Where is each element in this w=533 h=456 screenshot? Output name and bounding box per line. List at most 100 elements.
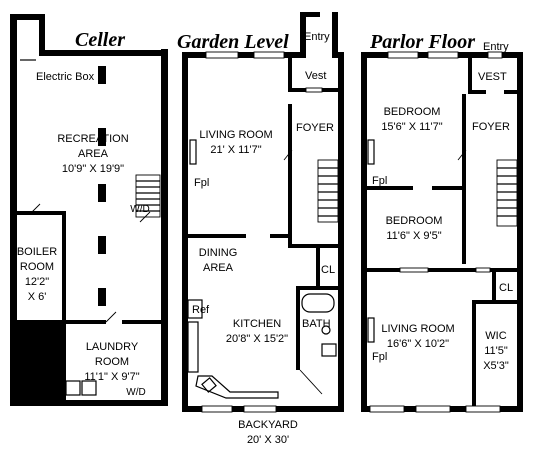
parlor-window-top-1 bbox=[387, 51, 419, 59]
entry-wall-left bbox=[300, 12, 306, 58]
parlor-entry-door bbox=[487, 51, 503, 59]
garden-fpl-label: Fpl bbox=[194, 177, 209, 189]
parlor-window-bottom-1 bbox=[369, 405, 405, 413]
boiler-door bbox=[29, 203, 41, 215]
laundry-wall-top-b bbox=[122, 320, 168, 324]
wic-wall-top bbox=[472, 300, 517, 304]
ref-label: Ref bbox=[192, 304, 210, 316]
parlor-wall-right bbox=[517, 52, 523, 412]
wd-label: W/D bbox=[126, 387, 145, 398]
recreation-dims: 10'9" X 19'9" bbox=[62, 163, 124, 175]
kitchen-sink bbox=[201, 377, 217, 393]
garden-living-dims: 21' X 11'7" bbox=[210, 144, 261, 156]
boiler-wall-top bbox=[10, 211, 66, 215]
bathtub bbox=[301, 293, 335, 313]
celler-wall-right bbox=[161, 49, 168, 406]
laundry-wall-top-a bbox=[66, 320, 106, 324]
parlor-vest-wall bbox=[468, 58, 472, 94]
celler-title: Celler bbox=[75, 29, 125, 51]
parlor-fireplace-2 bbox=[367, 317, 375, 343]
wic-label: WIC bbox=[485, 330, 506, 342]
foyer-wall-bottom bbox=[288, 244, 338, 248]
stair-door bbox=[139, 211, 151, 223]
garden-floor: Garden Level Entry Vest FOYER LIVING ROO… bbox=[177, 12, 344, 446]
parlor-window-bottom-2 bbox=[415, 405, 451, 413]
bedroom2-label: BEDROOM bbox=[386, 215, 443, 227]
bath-sink bbox=[321, 343, 337, 357]
boiler-label: BOILER bbox=[17, 246, 57, 258]
kitchen-label: KITCHEN bbox=[233, 318, 281, 330]
parlor-fireplace-1 bbox=[367, 139, 375, 165]
backyard-label: BACKYARD bbox=[238, 419, 298, 431]
celler-wall-top-left bbox=[10, 14, 45, 20]
celler-dark-area bbox=[10, 324, 66, 406]
parlor-fpl1-label: Fpl bbox=[372, 175, 387, 187]
bedroom1-dims: 15'6" X 11'7" bbox=[381, 121, 442, 133]
column-3 bbox=[98, 184, 106, 202]
parlor-wall-left bbox=[361, 52, 367, 412]
wic-wall-left bbox=[472, 300, 476, 406]
wic-dims: 11'5" bbox=[484, 345, 508, 357]
parlor-cl-wall bbox=[492, 272, 496, 302]
garden-wall-right bbox=[338, 52, 344, 412]
garden-wall-left bbox=[182, 52, 188, 412]
toilet bbox=[321, 325, 331, 335]
parlor-foyer-wall bbox=[462, 94, 466, 264]
recreation-label-2: AREA bbox=[78, 148, 109, 160]
dryer-icon bbox=[81, 380, 97, 396]
celler-stair-treads bbox=[136, 180, 160, 212]
column-5 bbox=[98, 288, 106, 306]
column-1 bbox=[98, 66, 106, 84]
garden-entry-label: Entry bbox=[304, 31, 330, 43]
wic-dims-2: X5'3" bbox=[483, 360, 509, 372]
parlor-vest-bottom-a bbox=[468, 90, 486, 94]
recreation-label: RECREATION bbox=[57, 133, 128, 145]
garden-cl-label: CL bbox=[321, 264, 335, 276]
garden-stair-treads bbox=[318, 167, 338, 217]
living-door-gap bbox=[399, 267, 429, 273]
laundry-label-2: ROOM bbox=[95, 356, 129, 368]
vest-door-gap bbox=[305, 87, 323, 93]
entry-wall-join bbox=[332, 52, 344, 58]
bath-wall-diagonal bbox=[299, 369, 323, 395]
celler-floor: Celler Electric Box RECREATION AREA 10'9… bbox=[10, 14, 168, 406]
entry-wall-top bbox=[300, 12, 320, 17]
celler-stairs bbox=[135, 174, 161, 218]
foyer-wall-left bbox=[288, 104, 292, 244]
electric-box-label: Electric Box bbox=[36, 71, 95, 83]
parlor-title: Parlor Floor bbox=[369, 31, 475, 53]
bath-wall-top bbox=[296, 286, 338, 290]
cl-door-gap bbox=[475, 267, 491, 273]
boiler-wall-bottom bbox=[10, 320, 66, 324]
dining-label-2: AREA bbox=[203, 262, 234, 274]
garden-fireplace bbox=[189, 139, 197, 165]
garden-stairs bbox=[317, 159, 339, 223]
boiler-dims-2: X 6' bbox=[28, 291, 47, 303]
bedroom-divider-b bbox=[432, 186, 462, 190]
parlor-cl-label: CL bbox=[499, 282, 513, 294]
garden-window-top-1 bbox=[205, 51, 239, 59]
parlor-floor: Parlor Floor Entry VEST BEDROOM 15'6" X … bbox=[361, 31, 523, 413]
celler-wall-left bbox=[10, 14, 17, 406]
bedroom-divider-a bbox=[367, 186, 413, 190]
boiler-label-2: ROOM bbox=[20, 261, 54, 273]
garden-title: Garden Level bbox=[177, 31, 289, 53]
column-4 bbox=[98, 236, 106, 254]
bath-label: BATH bbox=[302, 318, 331, 330]
laundry-dims: 11'1" X 9'7" bbox=[84, 371, 139, 383]
celler-wall-bottom bbox=[10, 400, 168, 406]
parlor-window-top-2 bbox=[427, 51, 459, 59]
parlor-window-bottom-3 bbox=[465, 405, 501, 413]
parlor-vest-bottom-b bbox=[504, 90, 517, 94]
washer-icon bbox=[65, 380, 81, 396]
garden-window-bottom-1 bbox=[201, 405, 233, 413]
wd-left-label: W/D bbox=[130, 204, 149, 215]
backyard-dims: 20' X 30' bbox=[247, 434, 289, 446]
garden-vest-label: Vest bbox=[305, 70, 326, 82]
dining-wall bbox=[188, 234, 246, 238]
kitchen-counter-left bbox=[187, 321, 199, 373]
celler-notch bbox=[39, 14, 45, 56]
bedroom1-label: BEDROOM bbox=[384, 106, 441, 118]
bedroom2-dims: 11'6" X 9'5" bbox=[386, 230, 441, 242]
